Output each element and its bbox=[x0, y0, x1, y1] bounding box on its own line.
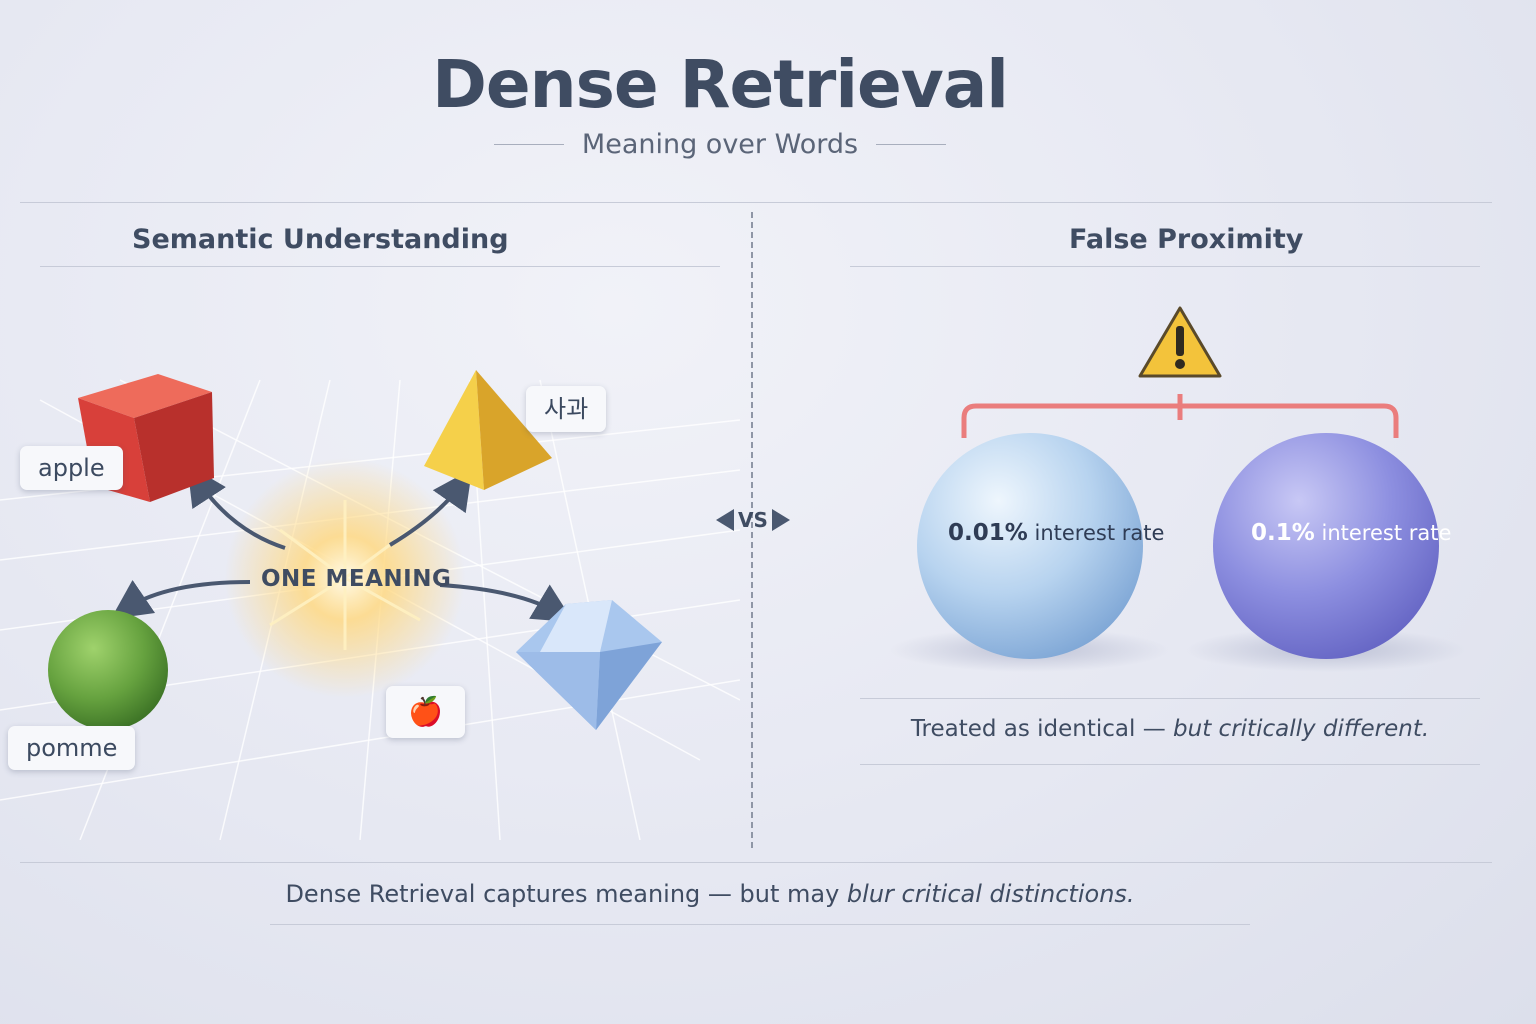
label-pomme: pomme bbox=[8, 726, 136, 770]
caption-rule-bottom bbox=[860, 764, 1480, 765]
arrow-to-pomme bbox=[110, 579, 251, 620]
panel-divider bbox=[751, 212, 753, 848]
sphere-high-rate-label: 0.1% interest rate bbox=[1251, 520, 1451, 546]
label-apple-emoji: 🍎 bbox=[386, 686, 465, 738]
label-apple: apple bbox=[20, 446, 123, 490]
subtitle-row: Meaning over Words bbox=[0, 124, 1440, 164]
caption-rule-top bbox=[860, 698, 1480, 699]
sphere-low-rate-text: interest rate bbox=[1034, 521, 1165, 545]
footer-plain: Dense Retrieval captures meaning — but m… bbox=[285, 880, 847, 908]
footer-rule-bottom bbox=[270, 924, 1250, 925]
warning-icon bbox=[1138, 306, 1222, 378]
meaning-arrows bbox=[110, 464, 574, 623]
semantic-scene bbox=[0, 370, 740, 840]
right-caption-italic: but critically different. bbox=[1173, 716, 1430, 742]
subtitle-rule-left bbox=[493, 143, 564, 145]
right-caption-plain: Treated as identical — bbox=[910, 716, 1174, 742]
label-korean: 사과 bbox=[526, 386, 607, 432]
arrow-to-korean bbox=[388, 468, 473, 547]
false-proximity-scene bbox=[890, 306, 1466, 672]
footer-italic: blur critical distinctions. bbox=[846, 880, 1135, 908]
left-title-rule bbox=[40, 266, 720, 267]
blue-diamond bbox=[516, 600, 662, 730]
sphere-high-rate-text: interest rate bbox=[1321, 521, 1452, 545]
page-title: Dense Retrieval bbox=[432, 46, 1009, 123]
subtitle-rule-right bbox=[876, 143, 947, 145]
footer-caption: Dense Retrieval captures meaning — but m… bbox=[0, 880, 1420, 908]
sphere-low-rate bbox=[917, 433, 1143, 659]
left-panel-title: Semantic Understanding bbox=[132, 224, 509, 255]
footer-rule-top bbox=[20, 862, 1492, 863]
page-subtitle: Meaning over Words bbox=[581, 128, 859, 160]
sphere-low-rate-label: 0.01% interest rate bbox=[948, 520, 1164, 546]
arrow-to-emoji bbox=[439, 583, 574, 623]
vs-right-arrow-icon bbox=[771, 509, 790, 531]
vs-marker: VS bbox=[716, 508, 790, 532]
yellow-pyramid bbox=[424, 370, 552, 490]
header-divider bbox=[20, 202, 1492, 203]
right-panel-title: False Proximity bbox=[1069, 224, 1304, 255]
one-meaning-label: ONE MEANING bbox=[261, 566, 452, 592]
sphere-high-rate bbox=[1213, 433, 1439, 659]
vs-label: VS bbox=[738, 508, 768, 532]
green-sphere bbox=[48, 610, 168, 730]
arrow-to-apple bbox=[187, 464, 286, 550]
sphere-low-rate-value: 0.01% bbox=[948, 520, 1028, 546]
right-caption: Treated as identical — but critically di… bbox=[860, 716, 1480, 742]
right-title-rule bbox=[850, 266, 1480, 267]
sphere-high-rate-value: 0.1% bbox=[1251, 520, 1315, 546]
vs-left-arrow-icon bbox=[716, 509, 734, 531]
burst-rays bbox=[269, 500, 421, 650]
